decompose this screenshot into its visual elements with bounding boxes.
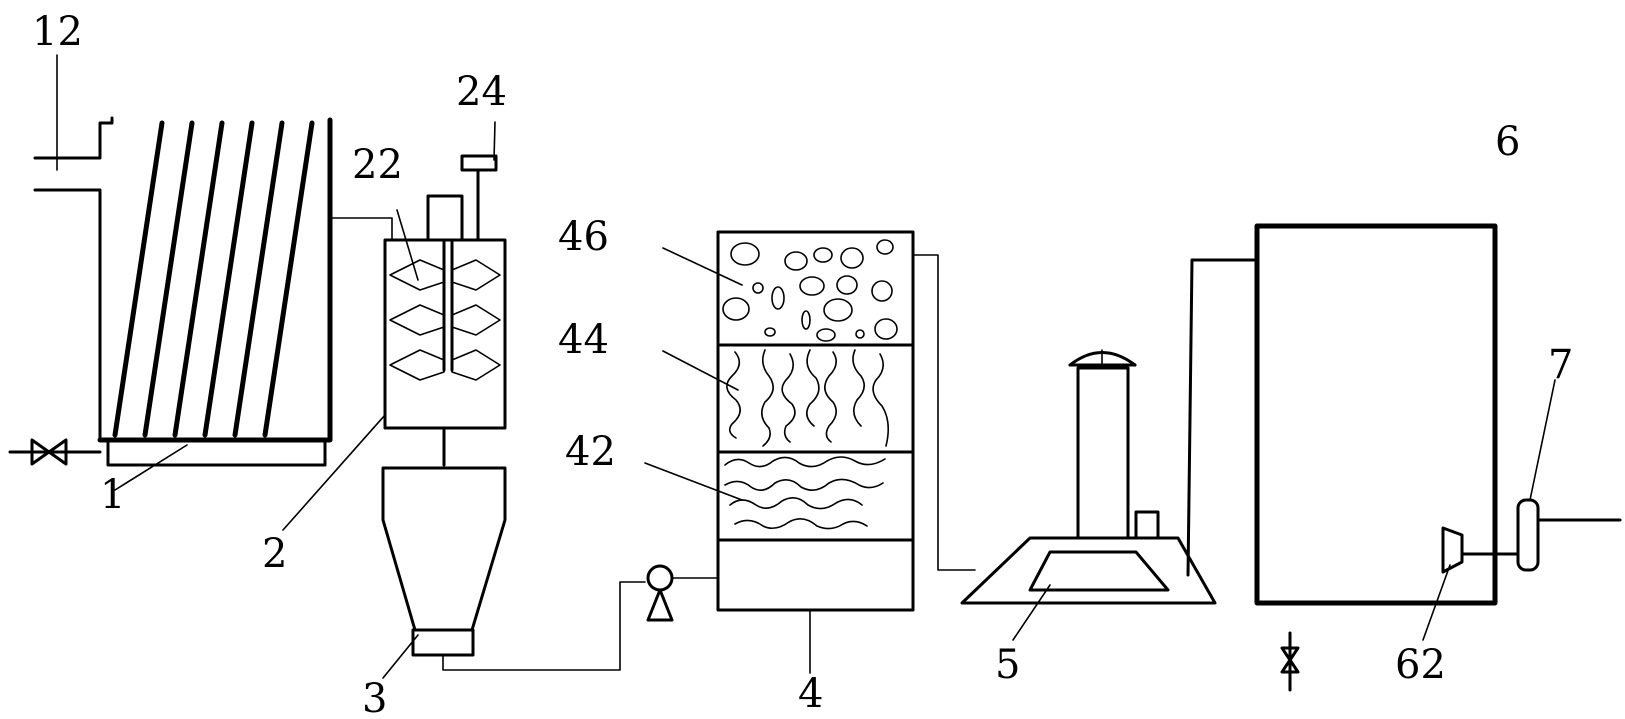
tank-bottom-valve[interactable] bbox=[1280, 631, 1300, 692]
inlet-pipe-upper bbox=[33, 116, 114, 160]
sludge-hopper bbox=[106, 438, 327, 467]
label-12: 12 bbox=[32, 9, 83, 55]
drain-valve-tank[interactable] bbox=[8, 438, 102, 466]
label-22: 22 bbox=[352, 142, 403, 188]
cyclone-body bbox=[381, 466, 507, 632]
label-62: 62 bbox=[1395, 642, 1446, 688]
label-5: 5 bbox=[995, 642, 1020, 688]
label-7: 7 bbox=[1548, 342, 1573, 388]
storage-tank bbox=[1254, 223, 1520, 692]
inlet-pipe-lower bbox=[33, 188, 102, 442]
label-4: 4 bbox=[798, 671, 823, 717]
tank-body bbox=[1254, 223, 1498, 606]
tank-walls bbox=[97, 117, 333, 443]
label-46: 46 bbox=[558, 214, 609, 260]
settling-tank bbox=[8, 116, 393, 467]
label-3: 3 bbox=[362, 676, 387, 719]
hood-base bbox=[960, 536, 1217, 605]
label-2: 2 bbox=[262, 531, 287, 577]
hood-side-port bbox=[1134, 510, 1160, 540]
leader-lines bbox=[56, 54, 1556, 679]
pipe-to-tank bbox=[1186, 258, 1259, 577]
stirrer-motor bbox=[426, 194, 464, 242]
label-42: 42 bbox=[565, 429, 616, 475]
filter-layer-pebbles bbox=[722, 239, 898, 342]
filter-housing bbox=[716, 230, 915, 612]
label-6: 6 bbox=[1495, 119, 1520, 165]
labels: 12 24 22 46 44 42 6 7 1 2 3 4 5 62 bbox=[32, 9, 1573, 719]
filter-layer-fibers bbox=[726, 349, 890, 447]
outlet-cartridge bbox=[1516, 498, 1540, 572]
label-24: 24 bbox=[456, 69, 507, 115]
filter-column bbox=[716, 230, 976, 612]
dosing-device bbox=[460, 154, 498, 172]
filter-outlet-pipe bbox=[912, 254, 976, 571]
hood-inner bbox=[1028, 550, 1170, 592]
label-44: 44 bbox=[558, 317, 609, 363]
impeller-blades bbox=[389, 259, 501, 381]
cyclone-outlet bbox=[411, 628, 475, 657]
filter-layer-wavy bbox=[724, 456, 886, 530]
hood-column bbox=[1076, 366, 1130, 540]
inclined-plates bbox=[112, 120, 315, 438]
overflow-pipe bbox=[329, 217, 393, 241]
outlet-filter bbox=[1516, 498, 1622, 572]
pipe-to-pump bbox=[442, 581, 646, 671]
stirred-reactor bbox=[383, 154, 507, 467]
cyclone-separator bbox=[381, 466, 646, 671]
outlet-fitting bbox=[1441, 526, 1464, 574]
pump[interactable] bbox=[646, 564, 719, 622]
hood-unit bbox=[960, 258, 1259, 605]
label-1: 1 bbox=[100, 472, 125, 518]
